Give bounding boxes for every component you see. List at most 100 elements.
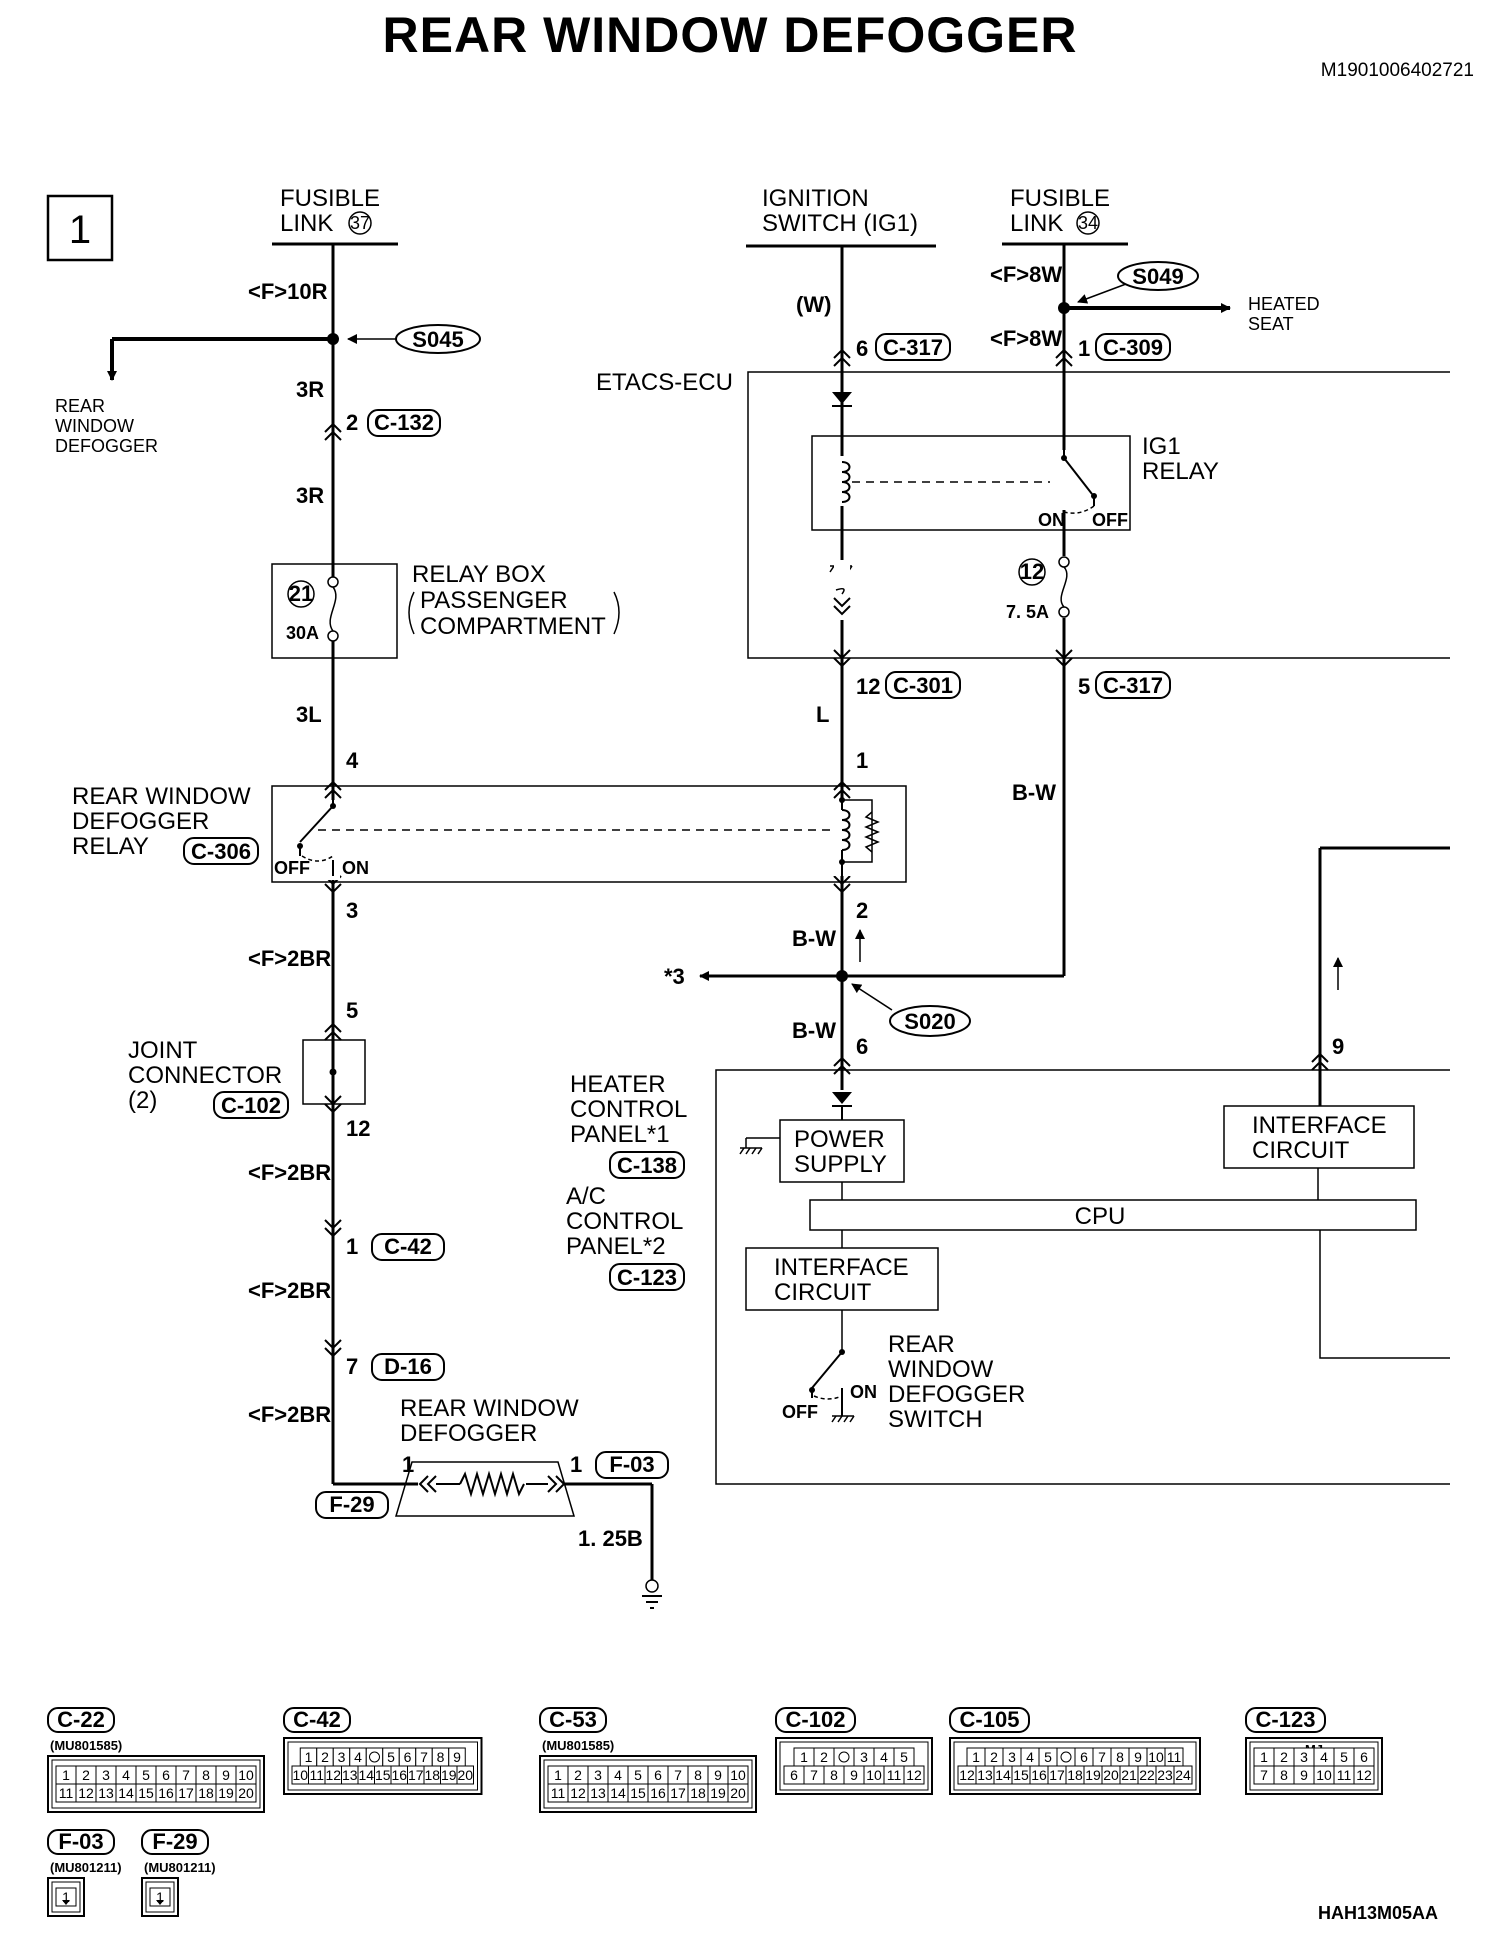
- svg-text:L: L: [816, 702, 829, 727]
- svg-text:REAR: REAR: [888, 1331, 955, 1358]
- svg-text:21: 21: [289, 581, 313, 606]
- connector-view-label: F-29: [152, 1829, 197, 1854]
- connector-pin: 5: [1044, 1749, 1052, 1765]
- connector-pin: 11: [551, 1785, 566, 1801]
- connector-pin: 16: [1031, 1767, 1047, 1783]
- connector-part-number: (MU801211): [144, 1860, 216, 1875]
- connector-pin: 19: [218, 1785, 234, 1801]
- svg-text:RELAY BOX: RELAY BOX: [412, 561, 546, 588]
- connector-c309: C-309: [1103, 335, 1163, 360]
- svg-text:CIRCUIT: CIRCUIT: [774, 1279, 872, 1306]
- fusible-link-37: FUSIBLE LINK 37: [272, 185, 398, 246]
- svg-text:REAR WINDOW: REAR WINDOW: [72, 783, 251, 810]
- connector-pin: 13: [342, 1767, 358, 1783]
- connector-pin: 16: [650, 1785, 666, 1801]
- connector-pin: 6: [404, 1749, 412, 1765]
- connector-pin: 8: [1280, 1767, 1288, 1783]
- connector-pin: 9: [714, 1767, 722, 1783]
- svg-text:12: 12: [346, 1116, 370, 1141]
- connector-c301: C-301: [893, 673, 953, 698]
- connector-pin: 6: [790, 1767, 798, 1783]
- connector-pin: 19: [1085, 1767, 1101, 1783]
- svg-text:PANEL*1: PANEL*1: [570, 1121, 670, 1148]
- connector-pin: 6: [1080, 1749, 1088, 1765]
- svg-text:HEATER: HEATER: [570, 1071, 666, 1098]
- connector-view-c-123: C-123MJ123456789101112: [1245, 1707, 1383, 1795]
- svg-text:34: 34: [1078, 213, 1098, 233]
- connector-pin: 3: [1300, 1749, 1308, 1765]
- connector-pin: 18: [198, 1785, 214, 1801]
- connector-pin: 20: [1103, 1767, 1119, 1783]
- svg-text:12: 12: [1020, 559, 1044, 584]
- svg-text:1: 1: [1078, 336, 1090, 361]
- connector-pin: 3: [860, 1749, 868, 1765]
- svg-text:ON: ON: [850, 1382, 877, 1402]
- svg-text:WINDOW: WINDOW: [888, 1356, 994, 1383]
- connector-f03: F-03: [609, 1452, 654, 1477]
- connector-part-number: (MU801211): [50, 1860, 122, 1875]
- connector-pin: 1: [972, 1749, 980, 1765]
- svg-text:7: 7: [346, 1354, 358, 1379]
- connector-pin: 7: [1260, 1767, 1268, 1783]
- svg-text:DEFOGGER: DEFOGGER: [72, 808, 209, 835]
- svg-text:<F>2BR: <F>2BR: [248, 1402, 331, 1427]
- connector-pin: 10: [1148, 1749, 1164, 1765]
- svg-text:1. 25B: 1. 25B: [578, 1526, 643, 1551]
- connector-part-number: (MU801585): [542, 1738, 614, 1753]
- connector-pin: 16: [391, 1767, 407, 1783]
- power-supply: POWER SUPPLY: [739, 1119, 905, 1200]
- svg-text:<F>2BR: <F>2BR: [248, 1278, 331, 1303]
- connector-pin: 8: [202, 1767, 210, 1783]
- connector-pin: 5: [900, 1749, 908, 1765]
- connector-pin: 1: [554, 1767, 562, 1783]
- connector-pin: 13: [98, 1785, 114, 1801]
- splice-s049: S049: [1132, 264, 1183, 289]
- svg-text:OFF: OFF: [782, 1402, 818, 1422]
- connector-pin: 1: [62, 1767, 70, 1783]
- svg-text:3R: 3R: [296, 483, 324, 508]
- connector-pin: 3: [1008, 1749, 1016, 1765]
- connector-pin: 1: [800, 1749, 808, 1765]
- connector-view-label: C-42: [293, 1707, 341, 1732]
- interface-circuit-right: INTERFACE CIRCUIT: [1223, 1105, 1415, 1200]
- connector-pin: 7: [810, 1767, 818, 1783]
- svg-text:WINDOW: WINDOW: [55, 416, 134, 436]
- svg-text:PANEL*2: PANEL*2: [566, 1233, 666, 1260]
- svg-text:CIRCUIT: CIRCUIT: [1252, 1137, 1350, 1164]
- connector-c306: C-306: [191, 839, 251, 864]
- connector-c132: C-132: [374, 410, 434, 435]
- connector-pin: 1: [62, 1889, 70, 1905]
- svg-text:B-W: B-W: [792, 926, 836, 951]
- connector-view-f-29: F-29(MU801211)1: [141, 1829, 216, 1917]
- connector-pin: 9: [1134, 1749, 1142, 1765]
- connector-pin: 10: [238, 1767, 254, 1783]
- connector-pin: 18: [690, 1785, 706, 1801]
- rear-window-defogger-relay: OFF ON REAR WINDOW DEFOGGER RELAY C-306: [72, 780, 907, 894]
- svg-text:ETACS-ECU: ETACS-ECU: [596, 369, 733, 396]
- connector-pin: 5: [1340, 1749, 1348, 1765]
- connector-pin: 7: [674, 1767, 682, 1783]
- connector-c123: C-123: [617, 1265, 677, 1290]
- connector-c317b: C-317: [1103, 673, 1163, 698]
- connector-pin: 17: [1049, 1767, 1065, 1783]
- connector-pin: 1: [305, 1749, 313, 1765]
- connector-pin: 14: [118, 1785, 134, 1801]
- svg-text:FUSIBLE: FUSIBLE: [280, 185, 380, 212]
- connector-pin: 15: [1013, 1767, 1029, 1783]
- svg-text:PASSENGER: PASSENGER: [420, 587, 568, 614]
- svg-text:3R: 3R: [296, 377, 324, 402]
- connector-pin: 7: [1098, 1749, 1106, 1765]
- connector-pin: 17: [178, 1785, 194, 1801]
- connector-pin: 24: [1175, 1767, 1191, 1783]
- connector-pin: 13: [590, 1785, 606, 1801]
- connector-pin: 18: [1067, 1767, 1083, 1783]
- connector-pin: 12: [959, 1767, 975, 1783]
- fuse-12: 12 7. 5A: [1006, 556, 1072, 622]
- connector-pin: 17: [670, 1785, 686, 1801]
- svg-text:6: 6: [856, 336, 868, 361]
- ignition-switch-ig1: IGNITION SWITCH (IG1): [746, 185, 936, 248]
